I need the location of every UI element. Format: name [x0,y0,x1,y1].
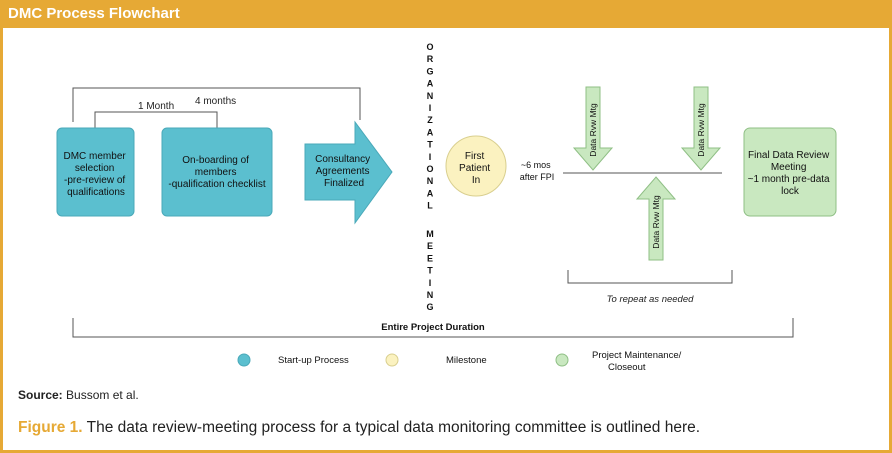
data-review-label-2: Data Rvw Mtg [696,103,706,157]
onboarding-line-3: -qualification checklist [168,179,265,190]
content-frame [0,28,892,453]
organizational-letter-6: Z [427,115,433,125]
six-months-text: ~6 mos after FPI [520,160,555,182]
six-months-line-2: after FPI [520,172,555,182]
final-review-line-2: Meeting [771,162,807,173]
final-review-box [743,127,837,217]
header-title: DMC Process Flowchart [8,5,180,22]
meeting-letter-3: T [427,266,433,276]
data-review-arrow-down-1 [572,86,614,171]
source-label: Source: [18,388,63,402]
four-months-label: 4 months [195,96,236,107]
source-text: Bussom et al. [66,388,139,402]
first-patient-line-2: Patient [459,163,490,174]
consultancy-arrow [304,120,393,225]
header-bar: DMC Process Flowchart [0,0,892,28]
organizational-letter-5: I [429,103,432,113]
legend-maintenance-swatch [555,353,569,367]
dmc-member-text: DMC member selection -pre-review of qual… [63,151,128,198]
consultancy-line-2: Agreements [316,166,370,177]
organizational-letter-9: I [429,152,432,162]
consultancy-line-3: Finalized [324,178,364,189]
legend-milestone-swatch [385,353,399,367]
figure-label: Figure 1. [18,419,83,436]
entire-duration-label: Entire Project Duration [381,322,485,333]
dmc-member-line-4: qualifications [67,187,125,198]
figure-caption: Figure 1. The data review-meeting proces… [18,419,700,437]
caption-text: The data review-meeting process for a ty… [86,419,701,436]
final-review-line-1: Final Data Review [748,150,830,161]
final-review-line-3: ~1 month pre-data [748,174,830,185]
organizational-letter-13: L [427,201,433,211]
consultancy-text: Consultancy Agreements Finalized [315,154,373,189]
dmc-member-line-2: selection [75,163,114,174]
legend-maintenance-line-1: Project Maintenance/ [592,350,682,361]
legend-milestone-label: Milestone [446,355,487,366]
meeting-letter-6: G [426,302,433,312]
organizational-letter-7: A [427,127,434,137]
onboarding-line-1: On-boarding of [182,155,249,166]
legend-maintenance-line-2: Closeout [608,362,646,373]
legend-startup-swatch [237,353,251,367]
dmc-member-box [56,127,135,217]
onboarding-line-2: members [195,167,237,178]
organizational-letter-3: A [427,79,434,89]
data-review-label-3: Data Rvw Mtg [651,195,661,249]
repeat-label: To repeat as needed [607,294,695,305]
organizational-letter-11: N [427,176,434,186]
meeting-letter-2: E [427,253,433,263]
six-months-line-1: ~6 mos [521,160,551,170]
organizational-letter-8: T [427,140,433,150]
organizational-letter-4: N [427,91,434,101]
meeting-letter-0: M [426,229,434,239]
data-review-label-1: Data Rvw Mtg [588,103,598,157]
entire-duration-bracket [72,318,794,338]
organizational-letter-1: R [427,54,434,64]
organizational-letter-10: O [426,164,433,174]
consultancy-line-1: Consultancy [315,154,370,165]
first-patient-line-3: In [472,175,480,186]
meeting-letter-1: E [427,241,433,251]
data-review-arrow-down-2 [680,86,722,171]
one-month-label: 1 Month [138,101,174,112]
dmc-member-line-3: -pre-review of [64,175,125,186]
overall-startup-bracket [72,87,361,122]
first-patient-milestone [445,135,507,197]
legend-startup-label: Start-up Process [278,355,349,366]
one-month-bracket [94,111,218,128]
meeting-letter-4: I [429,278,432,288]
repeat-bracket [567,270,733,284]
dmc-member-line-1: DMC member [63,151,126,162]
organizational-letter-12: A [427,188,434,198]
onboarding-text: On-boarding of members -qualification ch… [168,155,265,190]
final-review-line-4: lock [781,186,800,197]
source-line: Source: Bussom et al. [18,388,139,402]
meeting-letter-5: N [427,290,434,300]
legend-maintenance-label: Project Maintenance/ Closeout [592,350,684,373]
organizational-letter-0: O [426,42,433,52]
data-review-arrow-up [635,176,677,261]
final-review-text: Final Data Review Meeting ~1 month pre-d… [748,150,833,197]
organizational-letter-2: G [426,66,433,76]
first-patient-text: First Patient In [459,151,493,186]
onboarding-box [161,127,273,217]
first-patient-line-1: First [465,151,485,162]
